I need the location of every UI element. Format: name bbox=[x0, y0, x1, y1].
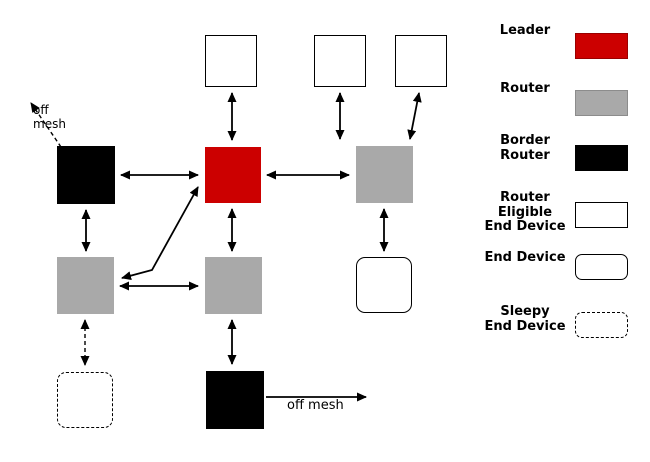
legend-label-leader: Leader bbox=[499, 23, 551, 38]
node-border-router-1 bbox=[57, 146, 115, 204]
legend-swatch-reed bbox=[575, 202, 628, 228]
arrow-reed3-router1 bbox=[407, 92, 422, 140]
node-reed-2 bbox=[314, 35, 366, 87]
legend-swatch-end-device bbox=[575, 254, 628, 280]
node-router-3 bbox=[205, 257, 262, 314]
off-mesh-label-top: off mesh bbox=[33, 103, 66, 131]
legend-swatch-sleepy-end-device bbox=[575, 312, 628, 338]
node-leader bbox=[205, 147, 261, 203]
node-router-1 bbox=[356, 146, 413, 203]
node-end-device-1 bbox=[356, 257, 412, 313]
legend-label-end-device: End Device bbox=[484, 250, 566, 265]
node-border-router-2 bbox=[206, 371, 264, 429]
legend-label-reed: Router Eligible End Device bbox=[484, 190, 566, 234]
legend-swatch-border-router bbox=[575, 145, 628, 171]
node-reed-3 bbox=[395, 35, 447, 87]
legend-label-sleepy-end-device: Sleepy End Device bbox=[484, 304, 566, 334]
off-mesh-top-line1: off bbox=[33, 103, 49, 117]
off-mesh-label-bottom: off mesh bbox=[287, 398, 344, 413]
off-mesh-top-line2: mesh bbox=[33, 117, 66, 131]
node-reed-1 bbox=[205, 35, 257, 87]
legend-label-router: Router bbox=[500, 81, 550, 96]
legend-swatch-router bbox=[575, 90, 628, 116]
node-sleepy-end-device-1 bbox=[57, 372, 113, 428]
node-router-2 bbox=[57, 257, 114, 314]
legend-label-border-router: Border Router bbox=[500, 133, 550, 163]
legend-swatch-leader bbox=[575, 33, 628, 59]
arrow-router2-leader bbox=[121, 186, 199, 281]
